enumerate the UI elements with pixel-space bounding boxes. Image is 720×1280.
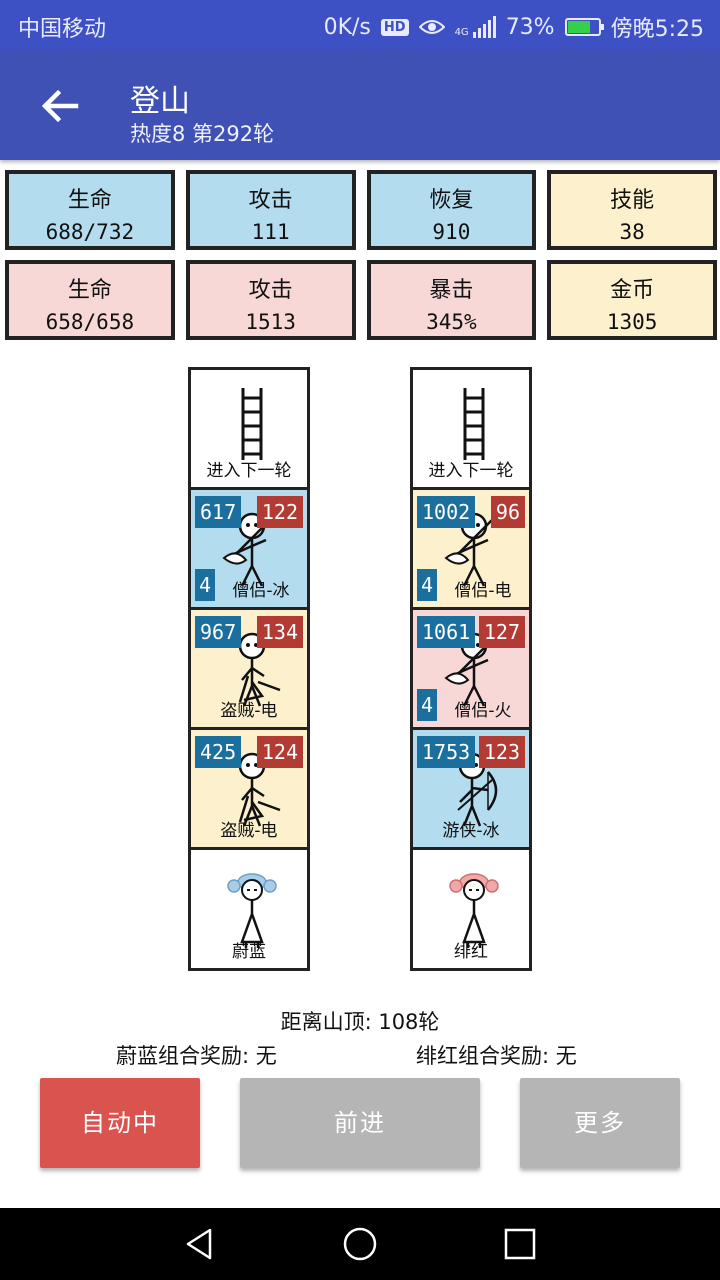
recents-nav-icon[interactable] <box>502 1226 538 1262</box>
attack-badge: 124 <box>256 736 303 768</box>
stat-value: 1513 <box>245 310 296 334</box>
attack-badge: 134 <box>256 616 303 648</box>
hp-badge: 1061 <box>417 616 476 648</box>
more-button[interactable]: 更多 <box>520 1078 680 1168</box>
stat-label: 攻击 <box>248 278 293 303</box>
unit-name: 游侠-冰 <box>442 821 500 841</box>
stat-label: 金币 <box>610 278 655 303</box>
stat-value: 111 <box>251 220 290 244</box>
next-round-cell[interactable]: 进入下一轮 <box>413 370 529 490</box>
back-arrow-icon[interactable] <box>36 82 84 130</box>
unit-name: 盗贼-电 <box>220 821 278 841</box>
enemy-stats: 生命 658/658 攻击 1513 暴击 345% 金币 1305 <box>5 260 717 340</box>
auto-button[interactable]: 自动中 <box>40 1078 200 1168</box>
cell-label: 进入下一轮 <box>428 461 514 481</box>
hero-cell[interactable]: 蔚蓝 <box>191 850 307 968</box>
ladder-icon <box>463 388 485 460</box>
signal-icon: 4G <box>455 16 496 38</box>
stat-player-skill: 技能 38 <box>547 170 717 250</box>
left-combo-reward: 蔚蓝组合奖励: 无 <box>116 1044 277 1068</box>
stat-gold: 金币 1305 <box>547 260 717 340</box>
unit-cell[interactable]: 617 122 4 僧侣-冰 <box>191 490 307 610</box>
network-speed: 0K/s <box>323 14 371 40</box>
forward-button[interactable]: 前进 <box>240 1078 480 1168</box>
unit-cell[interactable]: 1002 96 4 僧侣-电 <box>413 490 529 610</box>
level-badge: 4 <box>195 569 215 601</box>
hero-figure-icon <box>227 873 277 948</box>
battery-icon <box>564 18 604 36</box>
stat-enemy-crit: 暴击 345% <box>366 260 537 340</box>
carrier-label: 中国移动 <box>18 17 107 42</box>
ladder-icon <box>241 388 263 460</box>
unit-name: 僧侣-电 <box>454 581 512 601</box>
stat-enemy-hp: 生命 658/658 <box>5 260 175 340</box>
unit-name: 僧侣-冰 <box>232 581 290 601</box>
stat-value: 688/732 <box>45 220 135 244</box>
system-nav-bar <box>0 1208 720 1280</box>
hero-figure-icon <box>449 873 499 948</box>
unit-cell[interactable]: 1753 123 游侠-冰 <box>413 730 529 850</box>
stat-label: 暴击 <box>429 278 474 303</box>
stat-label: 恢复 <box>429 188 474 213</box>
stat-label: 攻击 <box>248 188 293 213</box>
distance-to-summit: 距离山顶: 108轮 <box>280 1010 440 1034</box>
level-badge: 4 <box>417 569 437 601</box>
stat-label: 生命 <box>67 278 112 303</box>
left-column: 进入下一轮 617 122 4 僧侣-冰 967 134 盗贼-电 <box>188 367 310 971</box>
right-combo-reward: 绯红组合奖励: 无 <box>416 1044 577 1068</box>
unit-cell[interactable]: 967 134 盗贼-电 <box>191 610 307 730</box>
stat-value: 658/658 <box>45 310 135 334</box>
hero-cell[interactable]: 绯红 <box>413 850 529 968</box>
stat-value: 345% <box>426 310 477 334</box>
cell-label: 进入下一轮 <box>206 461 292 481</box>
unit-cell[interactable]: 425 124 盗贼-电 <box>191 730 307 850</box>
attack-badge: 127 <box>478 616 525 648</box>
hp-badge: 967 <box>195 616 242 648</box>
stat-label: 技能 <box>610 188 655 213</box>
hp-badge: 1753 <box>417 736 476 768</box>
stat-player-attack: 攻击 111 <box>185 170 356 250</box>
eye-icon <box>418 20 445 34</box>
level-badge: 4 <box>417 689 437 721</box>
stat-label: 生命 <box>67 188 112 213</box>
unit-cell[interactable]: 1061 127 4 僧侣-火 <box>413 610 529 730</box>
page-subtitle: 热度8 第292轮 <box>130 122 275 146</box>
player-stats: 生命 688/732 攻击 111 恢复 910 技能 38 <box>5 170 717 250</box>
unit-name: 僧侣-火 <box>454 701 512 721</box>
hd-icon: HD <box>380 18 409 36</box>
unit-name: 盗贼-电 <box>220 701 278 721</box>
stat-value: 38 <box>619 220 645 244</box>
stat-player-hp: 生命 688/732 <box>5 170 175 250</box>
clock: 傍晚5:25 <box>610 17 704 42</box>
attack-badge: 96 <box>490 496 525 528</box>
right-column: 进入下一轮 1002 96 4 僧侣-电 1061 127 4 僧侣-火 <box>410 367 532 971</box>
battery-percent: 73% <box>505 14 555 40</box>
monk-figure-icon <box>444 512 497 587</box>
hp-badge: 1002 <box>417 496 476 528</box>
stat-value: 910 <box>432 220 471 244</box>
stat-player-recovery: 恢复 910 <box>366 170 537 250</box>
stat-enemy-attack: 攻击 1513 <box>185 260 356 340</box>
hp-badge: 617 <box>195 496 242 528</box>
hp-badge: 425 <box>195 736 242 768</box>
network-type: 4G <box>454 27 469 38</box>
status-icons: 0K/s HD 4G 73% 傍晚5:25 <box>324 11 704 43</box>
next-round-cell[interactable]: 进入下一轮 <box>191 370 307 490</box>
attack-badge: 122 <box>256 496 303 528</box>
status-bar: 中国移动 0K/s HD 4G 73% 傍晚5:25 <box>0 0 720 50</box>
app-bar: 登山 热度8 第292轮 <box>0 50 720 160</box>
hero-name: 蔚蓝 <box>232 942 266 962</box>
hero-name: 绯红 <box>454 942 488 962</box>
stat-value: 1305 <box>606 310 658 334</box>
back-nav-icon[interactable] <box>182 1226 218 1262</box>
home-nav-icon[interactable] <box>342 1226 378 1262</box>
attack-badge: 123 <box>478 736 525 768</box>
page-title: 登山 <box>130 84 190 119</box>
